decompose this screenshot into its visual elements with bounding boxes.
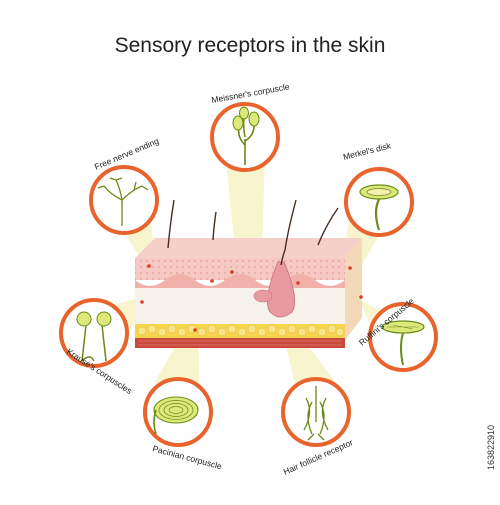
receptor-free-nerve — [89, 165, 159, 235]
diagram-title: Sensory receptors in the skin — [114, 34, 386, 57]
meissner-corpuscle-icon — [232, 106, 260, 165]
stock-id: 163822910 — [486, 424, 496, 470]
receptor-ring — [344, 167, 414, 237]
label-pacinian: Pacinian corpuscle — [151, 443, 223, 471]
free-nerve-ending-icon — [97, 177, 149, 226]
skin-top-surface — [135, 238, 362, 258]
receptor-krause — [59, 298, 129, 368]
cone-meissner — [225, 150, 265, 262]
receptor-ring — [89, 165, 159, 235]
muscle-layer — [135, 338, 345, 348]
hairs — [167, 199, 339, 266]
skin-side-face — [345, 238, 362, 340]
receptor-pacinian — [143, 377, 213, 447]
receptor-ruffini — [368, 302, 438, 372]
skin-block — [135, 199, 363, 348]
receptor-hair-follicle — [281, 377, 351, 447]
receptor-markers — [140, 264, 363, 332]
dermal-papillae — [135, 274, 345, 288]
label-meissner: Meissner's corpuscle — [211, 81, 291, 105]
ruffini-corpuscle-icon — [381, 320, 425, 366]
receptor-circles — [59, 102, 438, 447]
merkel-disk-icon — [359, 184, 399, 231]
hair-follicle-receptor-icon — [303, 386, 329, 441]
hair-follicle — [266, 261, 296, 318]
receptor-merkel — [344, 167, 414, 237]
krause-corpuscle-icon — [76, 311, 112, 362]
label-merkel: Merkel's disk — [342, 140, 393, 162]
pacinian-corpuscle-icon — [153, 396, 199, 435]
receptor-meissner — [210, 102, 280, 172]
dermis — [135, 288, 345, 324]
